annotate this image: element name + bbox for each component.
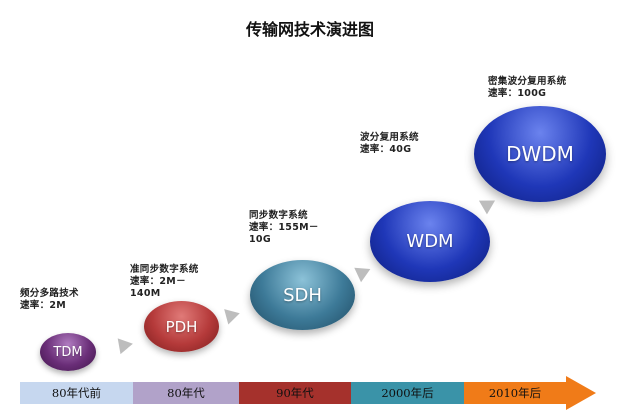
caption-tdm-line2: 速率：2M [20,300,67,311]
caption-sdh-line2: 速率：155M－ [249,222,319,233]
arrow-tdm-pdh-icon [117,335,135,355]
arrow-sdh-wdm-icon [354,261,374,283]
caption-sdh: 同步数字系统 速率：155M－ 10G [249,210,319,246]
caption-wdm-line2: 速率：40G [360,144,412,155]
node-tdm-label: TDM [53,344,83,360]
caption-pdh-line1: 准同步数字系统 [130,264,199,275]
node-wdm-label: WDM [406,231,454,252]
timeline-segment-4: 2000年后 [351,382,464,404]
timeline-segment-2: 80年代 [133,382,239,404]
caption-tdm: 频分多路技术 速率：2M [20,288,79,312]
caption-pdh-line2: 速率：2M－ [130,276,186,287]
caption-wdm: 波分复用系统 速率：40G [360,132,419,156]
timeline-segment-1: 80年代前 [20,382,133,404]
page-title: 传输网技术演进图 [245,20,374,39]
timeline-label-2: 80年代 [167,386,205,400]
node-sdh: SDH [250,260,355,330]
timeline-label-1: 80年代前 [51,386,102,400]
timeline-arrowhead-icon [566,376,596,410]
node-wdm: WDM [370,201,490,282]
arrow-pdh-sdh-icon [224,305,242,325]
caption-tdm-line1: 频分多路技术 [20,288,79,299]
timeline-segment-5: 2010年后 [464,382,566,404]
node-pdh: PDH [144,301,219,352]
node-pdh-label: PDH [165,317,198,336]
timeline-label-4: 2000年后 [381,386,434,400]
node-tdm: TDM [40,333,96,371]
timeline-segment-3: 90年代 [239,382,351,404]
caption-pdh-line3: 140M [130,288,161,299]
node-dwdm-label: DWDM [506,142,574,166]
arrow-wdm-dwdm-icon [478,193,500,215]
caption-sdh-line1: 同步数字系统 [249,210,308,221]
timeline-label-5: 2010年后 [488,386,542,400]
caption-dwdm: 密集波分复用系统 速率：100G [488,76,566,100]
caption-pdh: 准同步数字系统 速率：2M－ 140M [130,264,199,300]
caption-wdm-line1: 波分复用系统 [360,132,419,143]
timeline-label-3: 90年代 [276,386,314,400]
node-sdh-label: SDH [283,284,322,306]
caption-sdh-line3: 10G [249,234,271,245]
node-dwdm: DWDM [474,106,606,202]
timeline-bar: 80年代前 80年代 90年代 2000年后 2010年后 [20,382,566,404]
caption-dwdm-line2: 速率：100G [488,88,547,99]
caption-dwdm-line1: 密集波分复用系统 [488,76,567,87]
